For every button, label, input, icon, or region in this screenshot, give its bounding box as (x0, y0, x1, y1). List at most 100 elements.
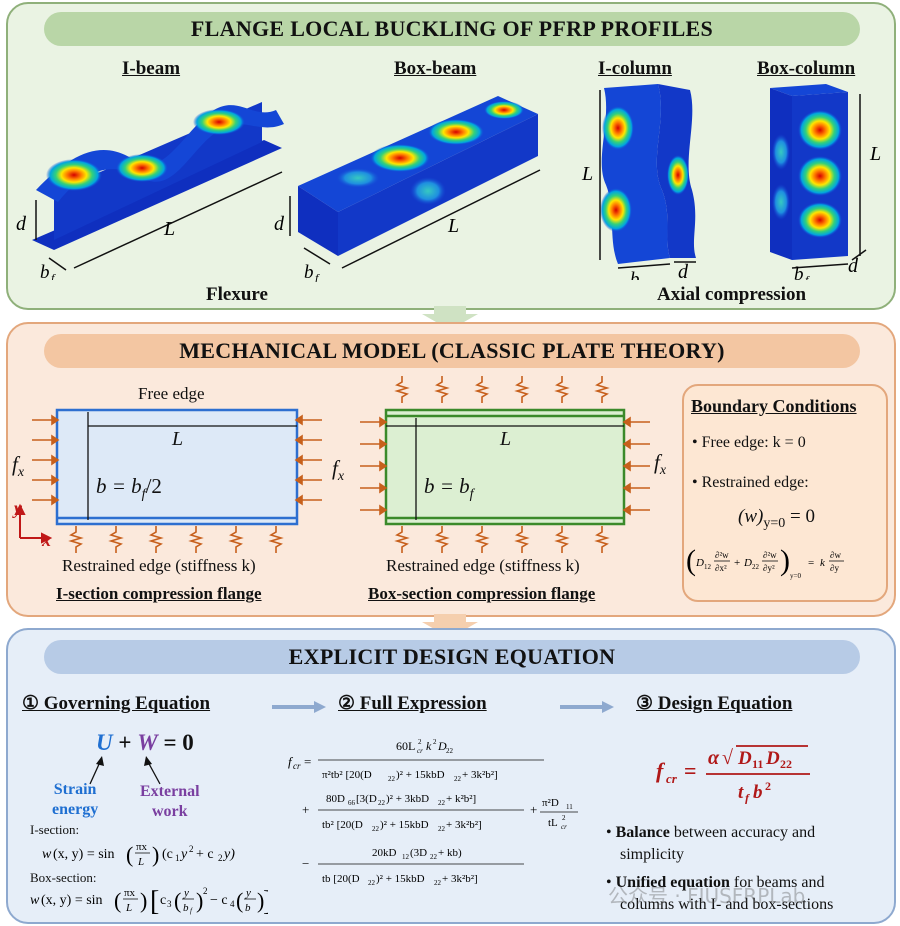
box-plate-L: L (500, 428, 512, 450)
svg-text:3: 3 (167, 899, 172, 909)
svg-text:2: 2 (189, 844, 194, 854)
svg-text:b: b (794, 264, 804, 280)
arrow-down-icon (422, 614, 478, 638)
box-caption: Box-section compression flange (368, 584, 596, 603)
box-restrained-label: Restrained edge (stiffness k) (386, 556, 580, 575)
watermark: 公众号 · FIUSFRPLab (608, 884, 806, 908)
svg-text:y=0: y=0 (790, 572, 801, 580)
svg-text:+ 3k²b²]: + 3k²b²] (462, 769, 498, 781)
model-title: MECHANICAL MODEL (CLASSIC PLATE THEORY) (44, 334, 860, 368)
svg-text:L: L (163, 218, 175, 240)
axis-y-label: y (14, 498, 22, 518)
svg-text:b: b (183, 902, 189, 914)
svg-text:(3D: (3D (410, 847, 427, 859)
svg-text:+ 3k²b²]: + 3k²b²] (442, 873, 478, 885)
svg-text:f: f (51, 271, 56, 280)
design-panel (6, 628, 896, 924)
svg-text:∂x²: ∂x² (715, 563, 727, 573)
box-plate-fx-left: fx (332, 456, 345, 485)
bc-eq1: (w)y=0 = 0 (738, 506, 815, 531)
svg-text:πx: πx (136, 841, 148, 853)
box-section-plate (360, 376, 650, 553)
bc-item-free: • Free edge: k = 0 (692, 434, 806, 451)
svg-text:−: − (302, 856, 309, 871)
svg-text:22: 22 (780, 757, 792, 771)
svg-text:L: L (869, 143, 881, 165)
svg-text:L: L (581, 163, 593, 185)
svg-text:f: f (288, 754, 294, 769)
svg-text:t: t (738, 782, 744, 803)
svg-text:): ) (196, 888, 203, 913)
flexure-label: Flexure (206, 284, 268, 305)
svg-text:66: 66 (348, 799, 356, 807)
svg-text:L: L (447, 215, 459, 237)
svg-text:d: d (16, 213, 27, 235)
svg-text:22: 22 (438, 825, 446, 833)
svg-text:22: 22 (454, 775, 462, 783)
boxbeam-figure: d L b f (274, 96, 541, 282)
box-plate-fx-right: fx (654, 450, 667, 479)
svg-text:1: 1 (175, 853, 180, 863)
svg-text:L: L (137, 856, 144, 868)
design-title: EXPLICIT DESIGN EQUATION (44, 640, 860, 674)
svg-text:− c: − c (210, 893, 228, 908)
ibeam-label: I-beam (122, 58, 181, 79)
svg-text:L: L (125, 902, 132, 914)
svg-text:): ) (140, 888, 147, 913)
svg-text:y: y (179, 847, 188, 862)
svg-text:22: 22 (378, 799, 386, 807)
svg-text:∂y²: ∂y² (763, 563, 775, 573)
svg-text:y: y (245, 887, 251, 899)
svg-text:b: b (245, 902, 251, 914)
svg-text:2: 2 (433, 738, 437, 746)
svg-text:22: 22 (430, 853, 438, 861)
svg-text:+ k²b²]: + k²b²] (446, 793, 476, 805)
svg-text:12: 12 (704, 563, 712, 571)
svg-text:22: 22 (434, 879, 442, 887)
svg-text:D: D (765, 748, 780, 769)
svg-text:πx: πx (124, 887, 136, 899)
svg-text:(x, y) = sin: (x, y) = sin (53, 847, 115, 862)
arrow-right-icon (560, 701, 614, 713)
i-section-label: I-section: (30, 822, 80, 837)
boxcolumn-figure: L b f d (770, 84, 881, 280)
ibeam-figure: d L b f (16, 102, 284, 280)
axis-x-label: x (42, 530, 51, 550)
svg-text:√: √ (722, 747, 733, 769)
svg-text:∂²w: ∂²w (763, 550, 777, 560)
bc-item-restrained: • Restrained edge: (692, 474, 809, 491)
svg-text:22: 22 (446, 747, 454, 755)
svg-text:tb [20(D: tb [20(D (322, 873, 360, 885)
step3-heading: ③ Design Equation (636, 693, 793, 714)
svg-text:4: 4 (230, 899, 235, 909)
i-section-plate (14, 408, 322, 553)
svg-text:): ) (780, 544, 790, 577)
svg-text:∂w: ∂w (830, 550, 841, 560)
svg-text:20kD: 20kD (372, 847, 397, 859)
icolumn-label: I-column (598, 58, 672, 79)
svg-text:+: + (530, 802, 537, 817)
svg-text:cr: cr (666, 771, 678, 786)
svg-text:cr: cr (293, 761, 301, 771)
svg-text:(: ( (236, 888, 243, 913)
svg-text:α: α (708, 747, 720, 769)
svg-text:D: D (743, 557, 752, 569)
svg-text:tL: tL (548, 817, 558, 829)
svg-text:(: ( (126, 842, 133, 867)
svg-text:)² + 15kbD: )² + 15kbD (376, 873, 425, 885)
svg-text:)² + 15kbD: )² + 15kbD (396, 769, 445, 781)
svg-text:22: 22 (752, 563, 760, 571)
arrow-down-icon (422, 306, 478, 330)
svg-text:π²D: π²D (542, 797, 559, 809)
svg-text:c: c (160, 893, 166, 908)
svg-text:)² + 3kbD: )² + 3kbD (386, 793, 429, 805)
svg-text:D: D (737, 748, 752, 769)
svg-text:): ) (257, 888, 264, 913)
step2-heading: ② Full Expression (338, 693, 487, 714)
svg-text:f: f (641, 278, 646, 280)
